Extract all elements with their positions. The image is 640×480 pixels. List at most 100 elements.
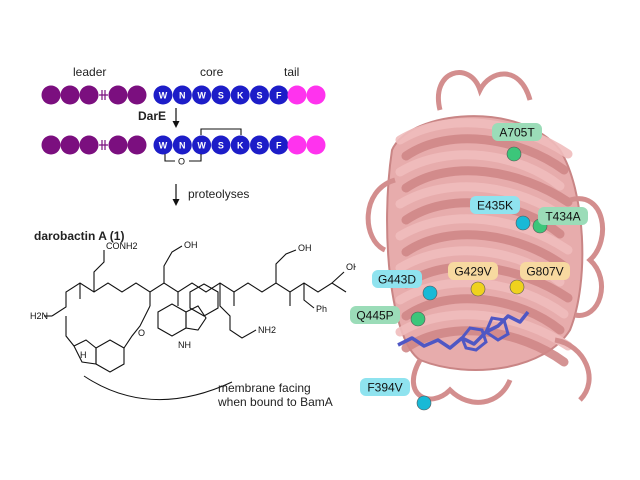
mutation-sphere — [515, 215, 531, 231]
core-residue-letter: N — [179, 140, 186, 150]
mutation-sphere — [509, 279, 525, 295]
annotation-line-2: when bound to BamA — [217, 395, 333, 409]
core-residue — [192, 135, 212, 155]
mutation-label-box — [360, 378, 410, 396]
beta-strand — [395, 214, 573, 255]
tail-residue — [287, 135, 307, 155]
core-residue — [172, 135, 192, 155]
indole-ring-2 — [189, 283, 219, 317]
mutation-sphere — [410, 311, 426, 327]
group-nh2: NH2 — [258, 325, 276, 335]
core-residue — [211, 85, 231, 105]
group-o: O — [138, 328, 145, 338]
core-residue-letter: W — [159, 140, 168, 150]
mutation-label: G807V — [526, 265, 563, 279]
core-residue-letter: S — [218, 90, 224, 100]
mutation-label: T434A — [545, 210, 580, 224]
mutation-label: A705T — [499, 126, 535, 140]
ser-side-chain — [163, 245, 183, 283]
beta-strand — [395, 278, 569, 319]
beta-strands — [395, 118, 573, 367]
mutation-label-box — [350, 306, 400, 324]
group-ph: Ph — [316, 304, 327, 314]
mutation-label: G429V — [454, 265, 491, 279]
darobactin-ligand — [397, 310, 530, 350]
group-oh-3: OH — [346, 262, 360, 272]
core-residue — [269, 85, 289, 105]
core-residue-letter: N — [179, 90, 186, 100]
sequence-break-icon — [99, 90, 108, 100]
loop-bottom — [411, 358, 513, 405]
indole-pyrrole-3 — [73, 339, 97, 365]
mutation-label-box — [492, 123, 542, 141]
core-residue — [211, 135, 231, 155]
enzyme-label: DarE — [138, 109, 166, 123]
beta-strand — [395, 150, 565, 191]
mutation-sphere — [506, 146, 522, 162]
group-nh: NH — [178, 340, 191, 350]
group-h: H — [80, 350, 87, 360]
core-residue-letter: W — [197, 140, 206, 150]
peptide-backbone — [51, 282, 347, 317]
core-residue — [269, 135, 289, 155]
mutation-sphere — [470, 281, 486, 297]
core-residue — [172, 85, 192, 105]
membrane-facing-arc — [83, 375, 233, 401]
indole-pyrrole-1 — [185, 305, 207, 331]
core-residue-letter: K — [237, 90, 244, 100]
compound-title: darobactin A (1) — [34, 229, 124, 243]
core-residue-letter: W — [159, 90, 168, 100]
sequence-break-icon — [99, 140, 108, 150]
leader-residue — [79, 135, 99, 155]
core-residue — [230, 85, 250, 105]
mutation-label: G443D — [378, 273, 416, 287]
mutation-label-box — [538, 207, 588, 225]
leader-residue — [41, 85, 61, 105]
beta-strand — [401, 230, 569, 271]
ether-crosslink-left — [164, 154, 175, 162]
core-residue — [230, 135, 250, 155]
leader-residue — [79, 85, 99, 105]
tail-residue — [306, 85, 326, 105]
leader-residue — [41, 135, 61, 155]
leader-residue — [127, 135, 147, 155]
loop-right — [569, 196, 606, 318]
leader-label: leader — [73, 65, 106, 79]
arrow-head-icon — [172, 199, 180, 206]
ether-oxygen-label: O — [178, 157, 185, 167]
c-c-crosslink — [200, 128, 242, 135]
tail-residue — [306, 135, 326, 155]
dare-step: DarE — [138, 108, 180, 128]
beta-strand — [401, 166, 573, 207]
phe-side-chain — [303, 283, 315, 309]
core-residue — [153, 135, 173, 155]
ether-link — [123, 305, 151, 349]
leader-residue — [108, 85, 128, 105]
proteolysis-step: proteolyses — [172, 184, 249, 206]
proteolyses-label: proteolyses — [188, 187, 249, 201]
leader-residue — [60, 85, 80, 105]
indole-ring-3 — [95, 339, 125, 373]
core-residue-letter: S — [256, 140, 262, 150]
ser-side-chain — [275, 249, 297, 283]
mutation-label-box — [448, 262, 498, 280]
lys-side-chain — [219, 283, 257, 339]
beta-strand — [401, 134, 569, 175]
loop-left — [365, 177, 396, 253]
core-residue-letter: F — [276, 140, 282, 150]
beta-strand — [401, 294, 565, 335]
leader-residue — [127, 85, 147, 105]
beta-strand — [395, 118, 573, 159]
group-conh2: CONH2 — [106, 241, 138, 251]
leader-residue — [60, 135, 80, 155]
mutation-sphere — [416, 395, 432, 411]
core-residue — [153, 85, 173, 105]
core-residue-letter: F — [276, 90, 282, 100]
core-residue — [192, 85, 212, 105]
mutation-label: F394V — [367, 381, 402, 395]
